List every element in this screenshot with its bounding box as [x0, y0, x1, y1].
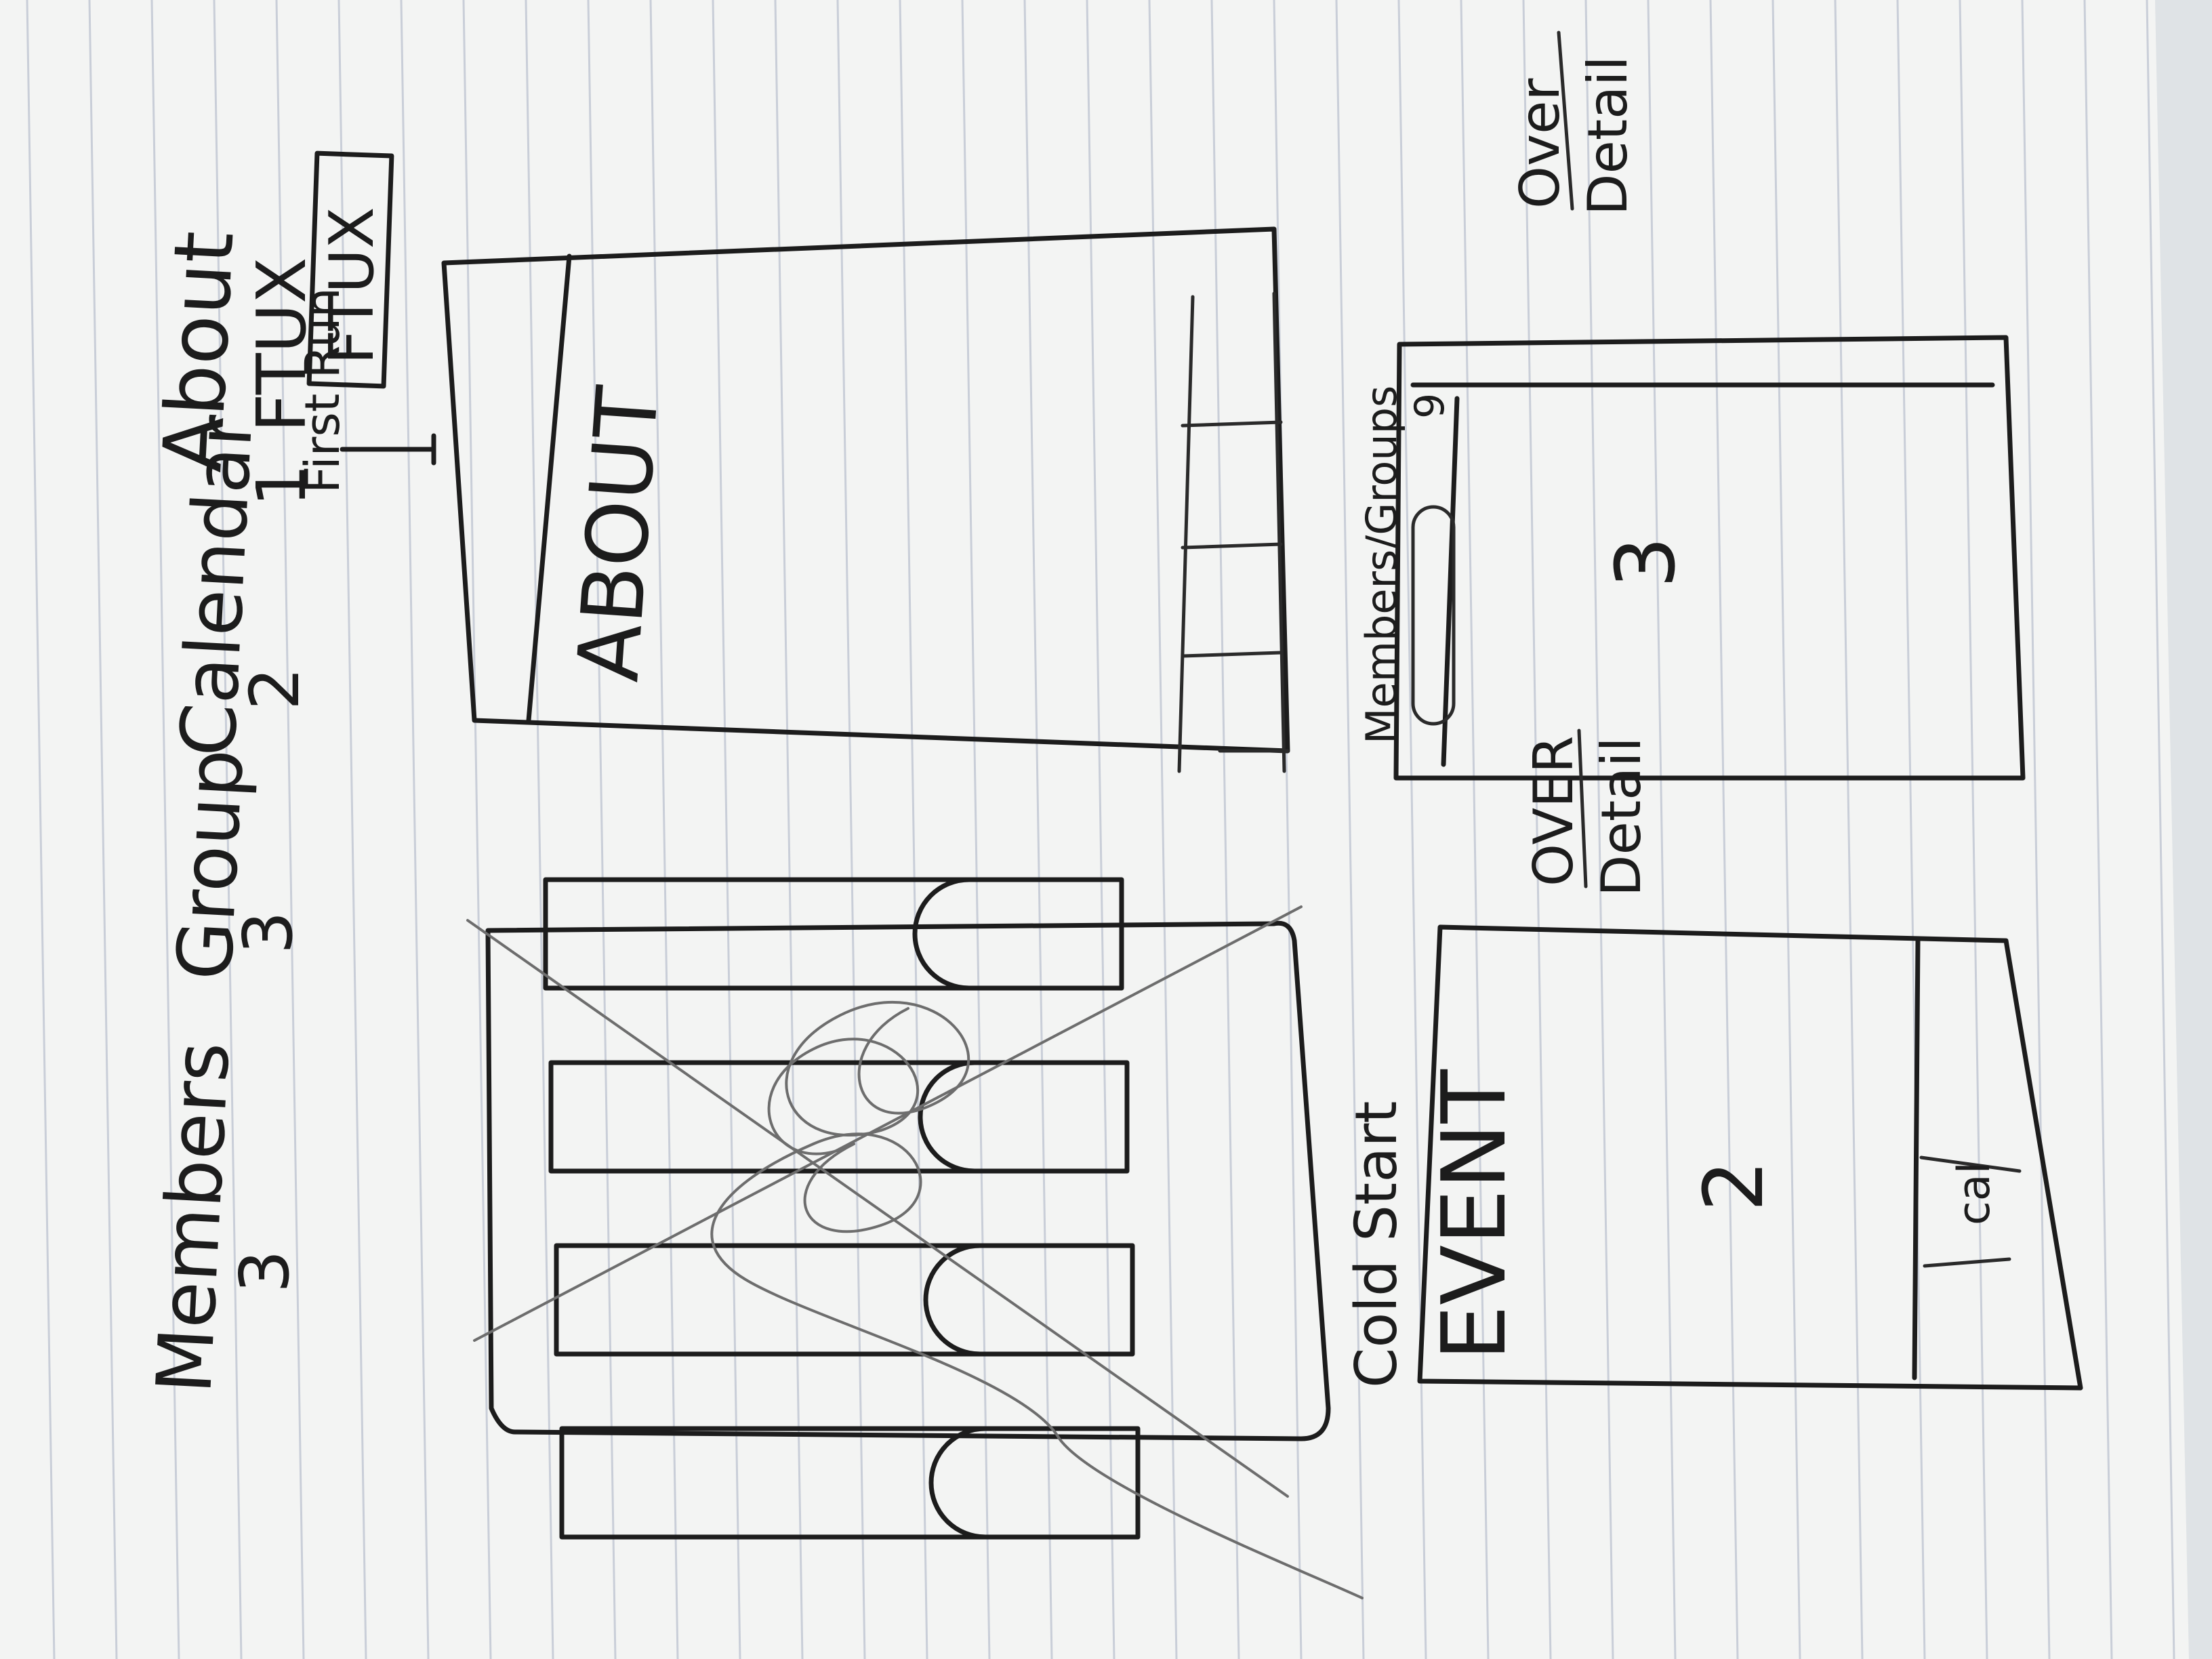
header-group-num: 3 — [228, 911, 308, 954]
ruled-line — [774, 0, 804, 1659]
scribble-tail — [710, 1143, 1364, 1599]
header-ftux: FTUX — [242, 257, 321, 432]
ruled-line — [1148, 0, 1178, 1659]
members-number: 3 — [1599, 537, 1694, 588]
header-members: Members — [140, 1040, 247, 1395]
note-detail-mid: Detail — [1590, 737, 1653, 897]
about-tab-divider — [1181, 420, 1283, 428]
ruled-line — [1210, 0, 1240, 1659]
ruled-line — [899, 0, 928, 1659]
ruled-line — [213, 0, 243, 1659]
scribble — [767, 1000, 970, 1233]
card-group — [543, 877, 1141, 1540]
card-4 — [559, 1426, 1141, 1540]
event-screen-frame — [1417, 924, 2083, 1391]
cold-start-label: Cold Start — [1343, 1101, 1410, 1388]
ruled-lines — [26, 0, 2175, 1659]
header-calendar-num: 2 — [235, 667, 314, 710]
card-thumbnail — [928, 1426, 988, 1540]
ruled-line — [150, 0, 180, 1659]
members-side-bar — [1441, 396, 1460, 767]
ruled-line — [1086, 0, 1115, 1659]
ruled-line — [88, 0, 118, 1659]
ruled-line — [1023, 0, 1053, 1659]
ruled-line — [1896, 0, 1926, 1659]
sketch-content: Members 3 Group 3 Calendar 2 About 1 FTU… — [140, 30, 2083, 1599]
header-calendar: Calendar — [164, 413, 270, 759]
ruled-line — [462, 0, 492, 1659]
cross-out-line-a — [466, 919, 1289, 1498]
about-screen-frame — [441, 226, 1290, 754]
ruled-line — [1335, 0, 1365, 1659]
event-bottom-bar — [1912, 938, 1921, 1380]
header-ftux-boxed: FTUX — [316, 207, 388, 365]
card-thumbnail — [918, 1060, 977, 1174]
card-2 — [548, 1060, 1130, 1174]
card-screen-frame — [485, 920, 1331, 1441]
about-tab-divider — [1181, 542, 1283, 550]
card-thumbnail — [923, 1243, 983, 1357]
card-frame — [543, 877, 1124, 991]
ruled-line — [712, 0, 741, 1659]
card-frame — [554, 1243, 1135, 1357]
ruled-line — [836, 0, 866, 1659]
desk-edge — [2155, 0, 2212, 1659]
ruled-line — [1959, 0, 1988, 1659]
members-screen-frame — [1393, 335, 2026, 781]
ruled-line — [400, 0, 430, 1659]
about-header-bar — [526, 253, 572, 723]
ruled-line — [26, 0, 56, 1659]
event-cal-divider — [1919, 1155, 2022, 1173]
ruled-line — [525, 0, 554, 1659]
members-search-glyph: 9 — [1406, 393, 1454, 419]
header-members-num: 3 — [225, 1250, 304, 1293]
card-frame — [548, 1060, 1130, 1174]
about-tabbar-bottom — [1272, 291, 1286, 773]
header-first-run: First Run — [295, 287, 350, 493]
note-over-top: Over — [1509, 78, 1572, 209]
members-caption: Members/Groups — [1357, 386, 1406, 744]
ruled-line — [1273, 0, 1303, 1659]
about-tab-dividers — [1181, 420, 1283, 658]
cross-out-line-b — [473, 905, 1303, 1342]
ruled-line — [1771, 0, 1801, 1659]
ruled-line — [2146, 0, 2175, 1659]
about-tabbar-top — [1177, 295, 1195, 773]
note-detail-top: Detail — [1576, 56, 1639, 216]
ftux-box — [306, 150, 394, 389]
about-title: ABOUT — [559, 383, 678, 684]
ruled-line — [2021, 0, 2051, 1659]
card-3 — [554, 1243, 1135, 1357]
card-thumbnail — [912, 877, 972, 991]
header-about: About — [146, 229, 252, 474]
header-about-num: 1 — [242, 464, 321, 507]
ruled-line — [337, 0, 367, 1659]
event-cal-line — [1923, 1257, 2011, 1268]
note-over-top-underline — [1557, 30, 1574, 211]
ruled-line — [275, 0, 305, 1659]
ruled-line — [587, 0, 617, 1659]
event-number: 2 — [1687, 1160, 1782, 1212]
ruled-line — [2083, 0, 2113, 1659]
event-title: EVENT — [1422, 1069, 1525, 1361]
card-frame — [559, 1426, 1141, 1540]
header-group: Group — [161, 747, 261, 982]
ruled-line — [1834, 0, 1864, 1659]
event-cal-label: cal — [1949, 1162, 2000, 1225]
ruled-line — [649, 0, 679, 1659]
note-over-mid: OVER — [1522, 736, 1585, 886]
note-over-mid-underline — [1577, 729, 1588, 888]
members-search-field — [1411, 505, 1456, 726]
card-1 — [543, 877, 1124, 991]
about-tab-divider — [1181, 651, 1283, 658]
